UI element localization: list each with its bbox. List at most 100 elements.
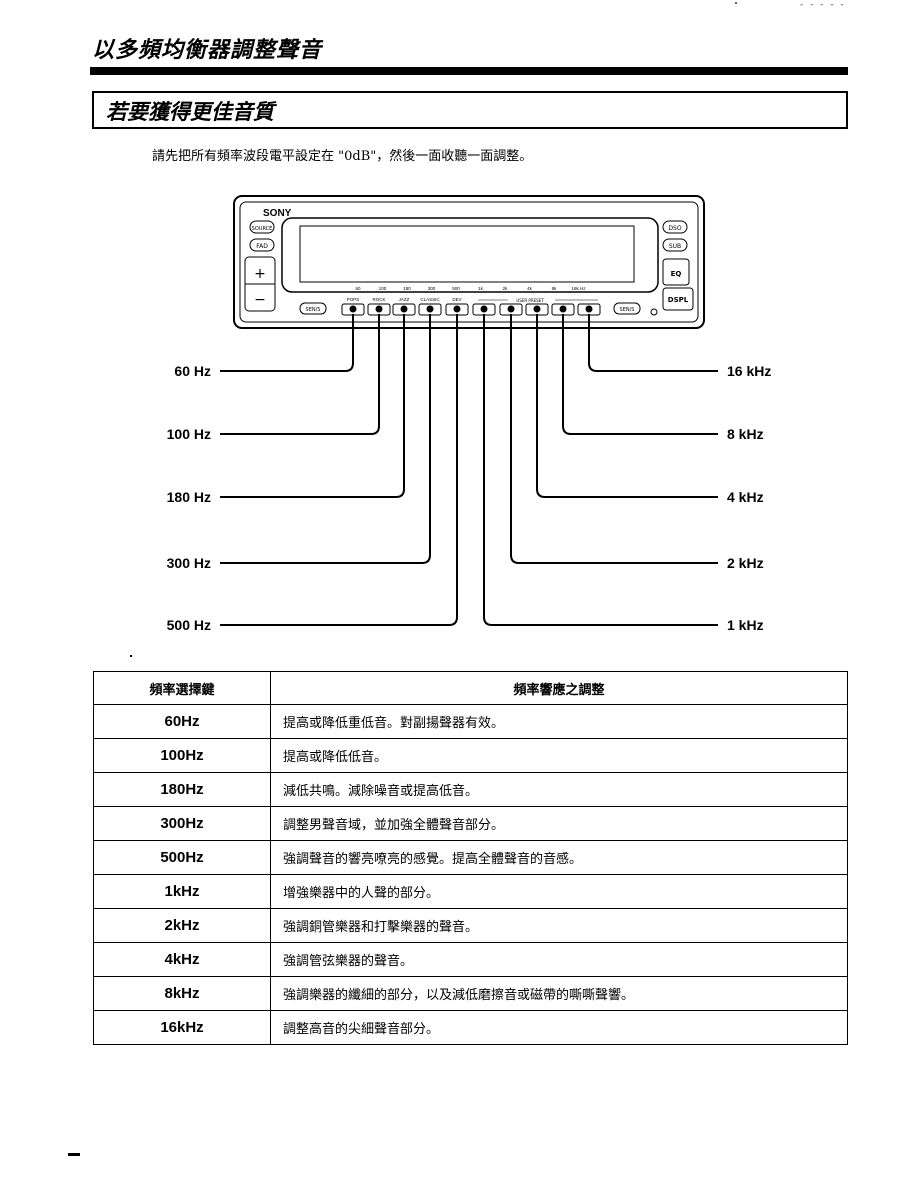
column-header-key: 頻率選擇鍵 <box>93 671 271 705</box>
source-button[interactable] <box>249 220 275 234</box>
preset-label: ROCK <box>372 297 385 302</box>
table-header-row: 頻率選擇鍵 頻率響應之調整 <box>93 671 848 705</box>
freq-cell: 60Hz <box>93 704 271 739</box>
dspl-button-label: DSPL <box>668 296 689 304</box>
sub-button-label: SUB <box>669 243 681 250</box>
band-button-dot <box>559 305 567 313</box>
menu-button[interactable] <box>613 302 641 315</box>
freq-cell: 4kHz <box>93 942 271 977</box>
desc-cell: 強調銅管樂器和打擊樂器的聲音。 <box>270 908 848 943</box>
column-header-response: 頻率響應之調整 <box>270 671 848 705</box>
fader-button-label: FAD <box>256 243 268 250</box>
band-button-dot <box>426 305 434 313</box>
eq-button[interactable] <box>662 258 690 286</box>
desc-cell: 減低共鳴。減除噪音或提高低音。 <box>270 772 848 807</box>
callout-right-label: 16 kHz <box>727 363 771 379</box>
leader-line <box>588 314 718 372</box>
subtitle-box: 若要獲得更佳音質 <box>92 91 848 129</box>
callout-left-label: 100 Hz <box>167 426 211 442</box>
freq-cell: 16kHz <box>93 1010 271 1045</box>
brand-logo: SONY <box>263 208 292 219</box>
callout-left-label: 60 Hz <box>174 363 211 379</box>
fader-button[interactable] <box>249 238 275 252</box>
leader-line <box>510 314 718 564</box>
desc-cell: 增強樂器中的人聲的部分。 <box>270 874 848 909</box>
desc-cell: 調整男聲音域，並加強全體聲音部分。 <box>270 806 848 841</box>
band-button-dot <box>349 305 357 313</box>
eq-button-label: EQ <box>671 270 682 278</box>
leader-line <box>483 314 718 626</box>
desc-cell: 提高或降低低音。 <box>270 738 848 773</box>
band-button-dot <box>507 305 515 313</box>
leader-line <box>220 314 458 626</box>
preset-labels: POPS ROCK JAZZ CLASSIC DEV <box>347 297 462 302</box>
band-button-dot <box>585 305 593 313</box>
freq-cell: 100Hz <box>93 738 271 773</box>
band-button-dot <box>453 305 461 313</box>
display-screen <box>299 225 635 283</box>
callout-right-label: 4 kHz <box>727 489 764 505</box>
freq-cell: 180Hz <box>93 772 271 807</box>
intro-text: 請先把所有頻率波段電平設定在 "0dB"，然後一面收聽一面調整。 <box>152 149 533 164</box>
menu-button-label: SEN/S <box>620 307 635 313</box>
corner-dot <box>735 2 737 4</box>
callout-left-label: 300 Hz <box>167 555 211 571</box>
band-scale-label: 300 <box>428 286 436 291</box>
preset-label: POPS <box>347 297 360 302</box>
callout-leaders <box>220 314 718 626</box>
band-scale-label: 500 <box>452 286 460 291</box>
head-unit-bezel <box>239 201 699 323</box>
desc-cell: 調整高音的尖細聲音部分。 <box>270 1010 848 1045</box>
band-scale-label: 180 <box>403 286 411 291</box>
desc-cell: 強調樂器的纖細的部分，以及減低磨擦音或磁帶的嘶嘶聲響。 <box>270 976 848 1011</box>
freq-cell: 2kHz <box>93 908 271 943</box>
band-scale-label: 16k Hz <box>571 286 586 291</box>
volume-up-label: + <box>254 266 266 282</box>
reset-hole <box>650 308 658 316</box>
band-scale-label: 60 <box>355 286 361 291</box>
preset-label: DEV <box>452 297 461 302</box>
callout-right-label: 2 kHz <box>727 555 764 571</box>
leader-line <box>220 314 380 435</box>
band-scale-label: 1k <box>478 286 484 291</box>
sens-button[interactable] <box>299 302 327 315</box>
title-rule <box>90 67 848 75</box>
callout-right-label: 8 kHz <box>727 426 764 442</box>
source-button-label: SOURCE <box>252 226 273 232</box>
volume-down-label: − <box>254 292 266 308</box>
band-scale-label: 100 <box>379 286 387 291</box>
desc-cell: 強調管弦樂器的聲音。 <box>270 942 848 977</box>
display-frame <box>281 217 659 293</box>
band-button-dot <box>533 305 541 313</box>
band-scale-label: 2k <box>503 286 509 291</box>
preset-label: CLASSIC <box>420 297 440 302</box>
dspl-button[interactable] <box>662 287 694 311</box>
head-unit-body <box>233 195 705 329</box>
sub-button[interactable] <box>662 238 688 252</box>
section-subtitle: 若要獲得更佳音質 <box>106 100 274 124</box>
leader-line <box>220 314 431 564</box>
preset-label: JAZZ <box>399 297 410 302</box>
dso-button-label: DSO <box>668 225 681 232</box>
leader-line <box>220 314 354 372</box>
callout-left-label: 180 Hz <box>167 489 211 505</box>
page-title: 以多頻均衡器調整聲音 <box>92 38 323 63</box>
dso-button[interactable] <box>662 220 688 234</box>
callout-right-label: 1 kHz <box>727 617 764 633</box>
freq-cell: 300Hz <box>93 806 271 841</box>
freq-cell: 1kHz <box>93 874 271 909</box>
